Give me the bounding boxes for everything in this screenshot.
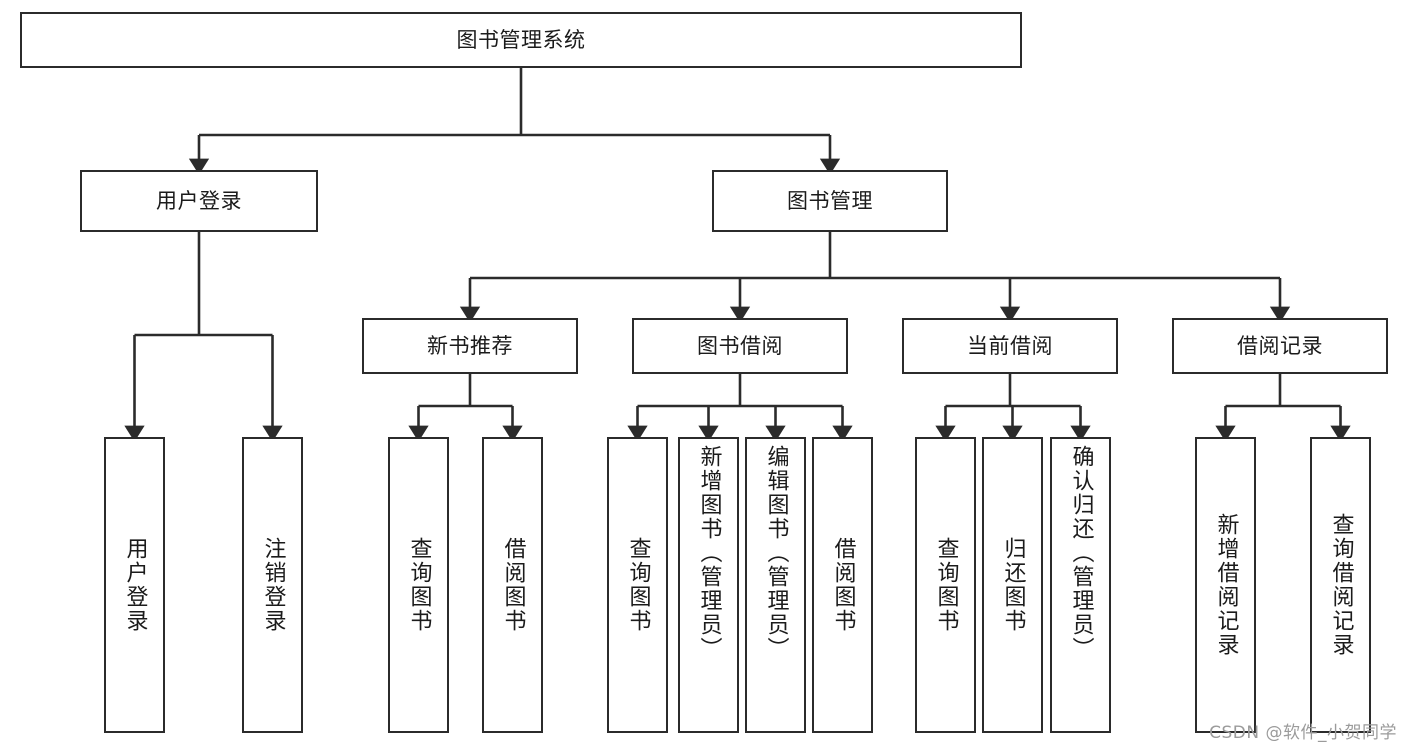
node-label-leaf-query-record: 查询借阅记录 — [1328, 513, 1354, 657]
node-label-book-borrow: 图书借阅 — [697, 333, 783, 358]
node-new-book-rec[interactable]: 新书推荐 — [362, 318, 578, 374]
watermark-label: CSDN @软件_小贺同学 — [1209, 723, 1397, 743]
node-label-leaf-query-book-2: 查询图书 — [625, 537, 651, 633]
node-leaf-add-record[interactable]: 新增借阅记录 — [1195, 437, 1256, 733]
node-book-manage[interactable]: 图书管理 — [712, 170, 948, 232]
node-label-leaf-borrow-book-1: 借阅图书 — [500, 537, 526, 633]
node-leaf-user-logout[interactable]: 注销登录 — [242, 437, 303, 733]
node-leaf-borrow-book-1[interactable]: 借阅图书 — [482, 437, 543, 733]
node-label-leaf-query-book-3: 查询图书 — [933, 537, 959, 633]
node-leaf-query-record[interactable]: 查询借阅记录 — [1310, 437, 1371, 733]
node-label-leaf-borrow-book-2: 借阅图书 — [830, 537, 856, 633]
node-label-root: 图书管理系统 — [456, 27, 586, 52]
node-leaf-query-book-1[interactable]: 查询图书 — [388, 437, 449, 733]
node-current-borrow[interactable]: 当前借阅 — [902, 318, 1118, 374]
node-root[interactable]: 图书管理系统 — [20, 12, 1022, 68]
node-leaf-add-book[interactable]: 新增图书（管理员） — [678, 437, 739, 733]
node-leaf-edit-book[interactable]: 编辑图书（管理员） — [745, 437, 806, 733]
node-label-current-borrow: 当前借阅 — [967, 333, 1053, 358]
node-user-login[interactable]: 用户登录 — [80, 170, 318, 232]
node-label-leaf-user-logout: 注销登录 — [260, 537, 286, 633]
node-label-new-book-rec: 新书推荐 — [427, 333, 513, 358]
node-label-leaf-add-book: 新增图书（管理员） — [696, 445, 722, 661]
node-leaf-return-book[interactable]: 归还图书 — [982, 437, 1043, 733]
node-borrow-record[interactable]: 借阅记录 — [1172, 318, 1388, 374]
node-label-book-manage: 图书管理 — [787, 188, 873, 213]
node-leaf-query-book-3[interactable]: 查询图书 — [915, 437, 976, 733]
node-label-leaf-confirm-return: 确认归还（管理员） — [1068, 445, 1094, 661]
node-label-leaf-query-book-1: 查询图书 — [406, 537, 432, 633]
node-label-leaf-edit-book: 编辑图书（管理员） — [763, 445, 789, 661]
node-label-leaf-user-login: 用户登录 — [122, 537, 148, 633]
node-label-borrow-record: 借阅记录 — [1237, 333, 1323, 358]
node-book-borrow[interactable]: 图书借阅 — [632, 318, 848, 374]
node-label-user-login: 用户登录 — [156, 188, 242, 213]
node-leaf-query-book-2[interactable]: 查询图书 — [607, 437, 668, 733]
node-leaf-user-login[interactable]: 用户登录 — [104, 437, 165, 733]
node-label-leaf-add-record: 新增借阅记录 — [1213, 513, 1239, 657]
node-leaf-confirm-return[interactable]: 确认归还（管理员） — [1050, 437, 1111, 733]
node-leaf-borrow-book-2[interactable]: 借阅图书 — [812, 437, 873, 733]
node-label-leaf-return-book: 归还图书 — [1000, 537, 1026, 633]
